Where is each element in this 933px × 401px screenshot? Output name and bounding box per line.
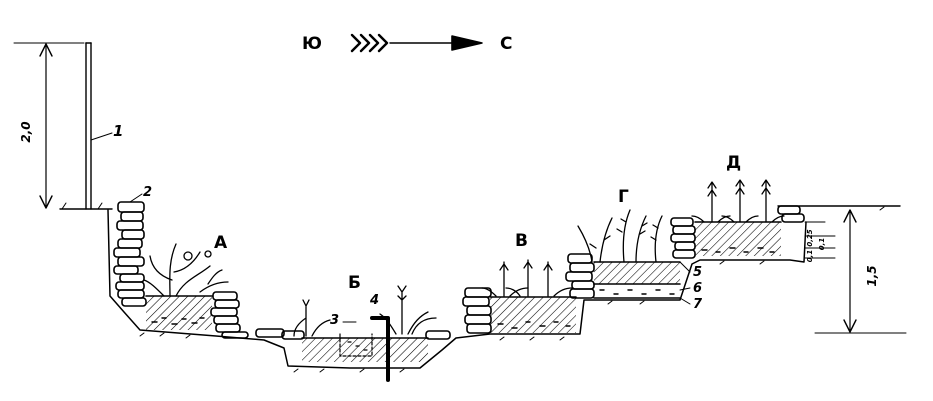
bed-d — [670, 205, 901, 259]
bed-a — [145, 295, 213, 330]
depth-dimension-label: 1,5 — [865, 265, 879, 286]
bed-g — [593, 261, 691, 305]
height-dimension-label: 2,0 — [19, 121, 33, 142]
layer-c-label: 0,1 — [806, 250, 814, 263]
callout-4: 4 — [369, 293, 379, 308]
ground-profile — [107, 209, 807, 369]
layer-a-label: 0,25 — [806, 229, 814, 246]
callout-7: 7 — [693, 297, 703, 312]
stone-wall-left — [113, 201, 249, 339]
zone-g-label: Г — [618, 187, 629, 207]
depth-dimension-line — [814, 209, 907, 334]
callout-5: 5 — [693, 265, 702, 280]
direction-arrow — [350, 33, 483, 53]
layer-b-label: 0,1 — [818, 238, 826, 251]
zone-v-label: В — [515, 231, 528, 251]
callout-1: 1 — [113, 122, 123, 140]
leader-2 — [129, 193, 143, 203]
height-dimension-line — [13, 42, 113, 210]
callout-2: 2 — [143, 185, 152, 200]
callout-6: 6 — [693, 281, 702, 296]
zone-b-label: Б — [348, 273, 361, 293]
pole — [85, 42, 92, 210]
plants — [143, 179, 785, 337]
bed-v — [462, 253, 595, 334]
north-label: С — [500, 34, 512, 54]
zone-d-label: Д — [726, 153, 741, 173]
south-label: Ю — [302, 34, 322, 54]
bed-b — [255, 316, 451, 382]
callout-3: 3 — [330, 313, 339, 328]
ground-texture — [139, 206, 885, 373]
zone-a-label: А — [214, 233, 228, 253]
leader-1 — [90, 132, 113, 141]
